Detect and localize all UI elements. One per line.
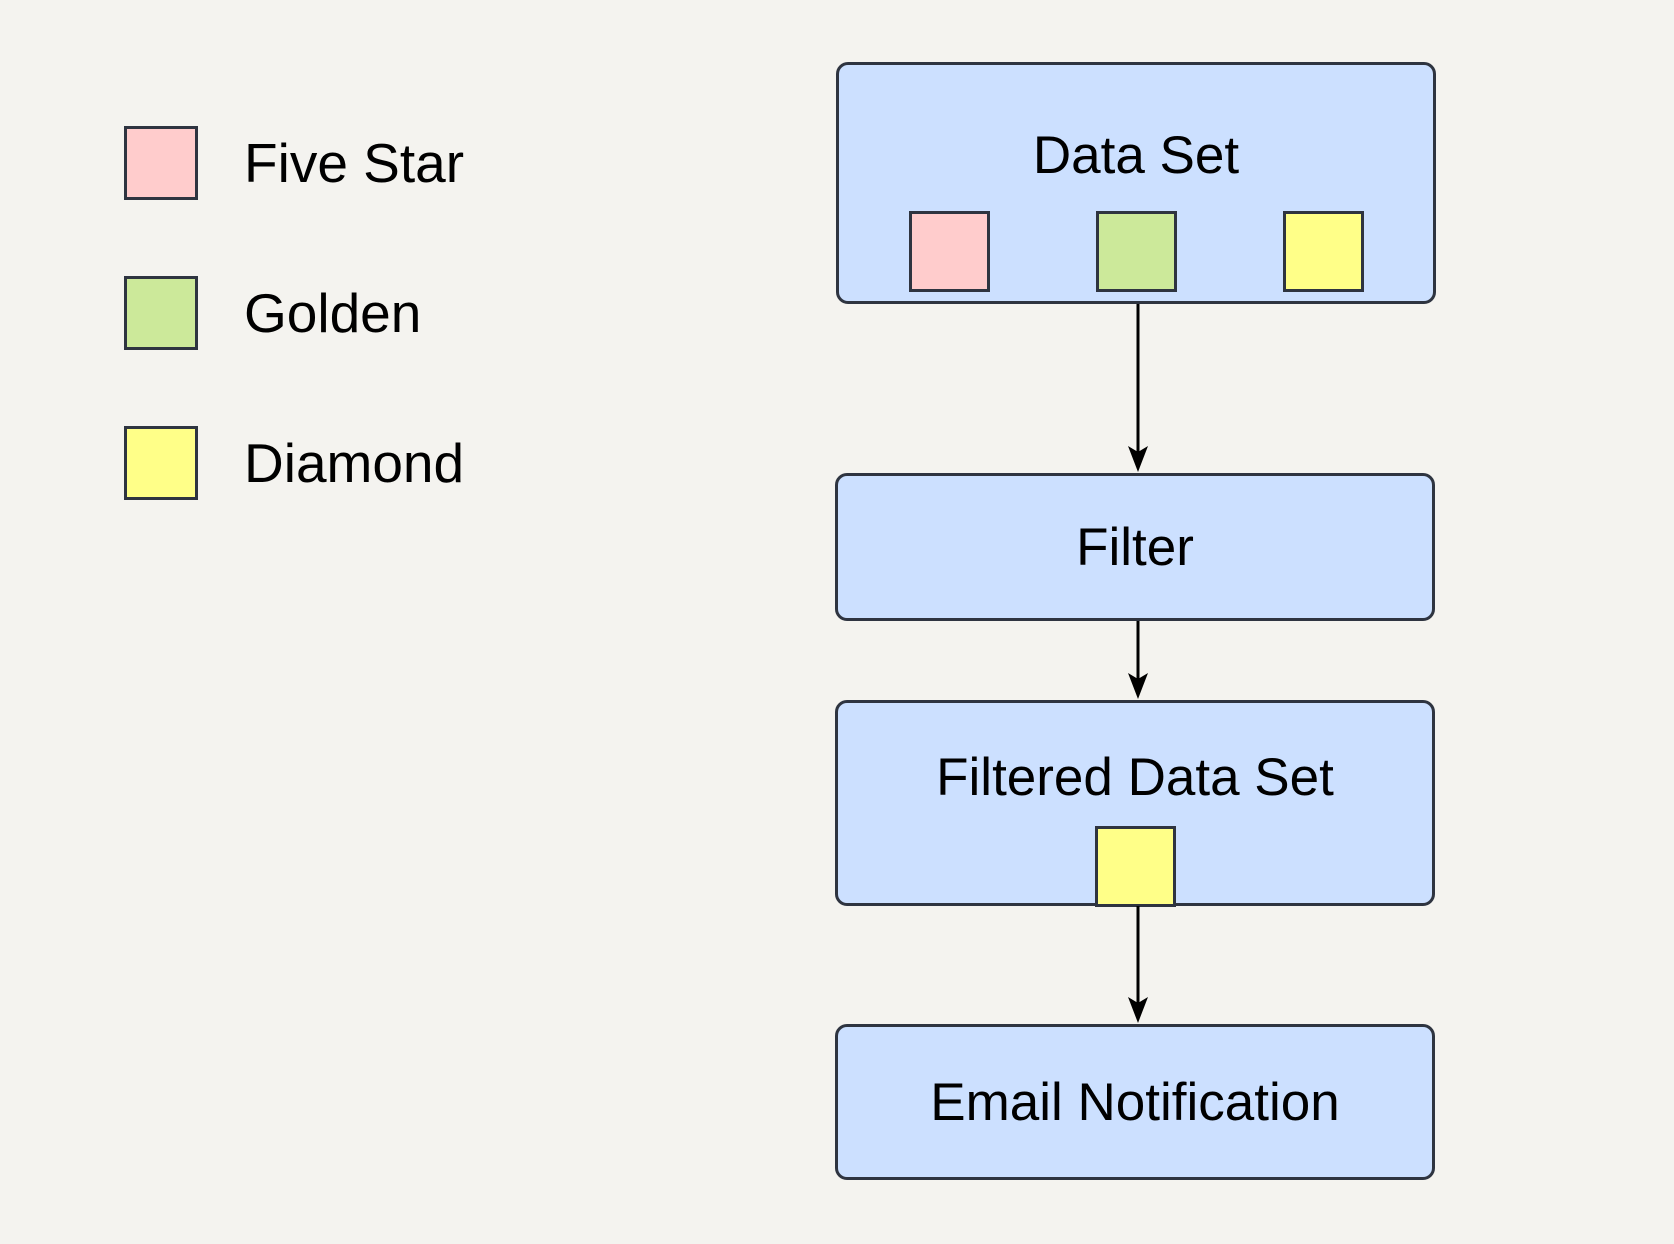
five-star-swatch-icon (124, 126, 198, 200)
data-set-chip-diamond (1282, 211, 1364, 292)
flow-node-data-set[interactable]: Data Set (836, 62, 1436, 304)
legend-item-five-star: Five Star (124, 88, 684, 238)
flow-node-label-email-notification: Email Notification (930, 1072, 1340, 1132)
flow-node-label-filtered-data-set: Filtered Data Set (936, 748, 1334, 807)
flow-node-filter[interactable]: Filter (835, 473, 1435, 621)
legend-label-five-star: Five Star (244, 131, 465, 194)
flow-arrow-data-set-to-filter (1118, 304, 1158, 474)
legend-item-diamond: Diamond (124, 388, 684, 538)
flow-node-filtered-data-set[interactable]: Filtered Data Set (835, 700, 1435, 907)
filtered-data-set-chip-diamond (1094, 826, 1176, 907)
data-set-chip-golden (1095, 211, 1177, 292)
legend-label-golden: Golden (244, 281, 422, 344)
flow-node-label-filter: Filter (1076, 517, 1194, 577)
flow-arrow-filter-to-filtered-data-set (1118, 621, 1158, 701)
legend: Five Star Golden Diamond (124, 88, 684, 538)
data-set-chip-row (839, 211, 1433, 292)
data-set-chip-five-star (908, 211, 990, 292)
flow-arrow-filtered-data-set-to-email-notification (1118, 906, 1158, 1025)
golden-swatch-icon (124, 276, 198, 350)
filtered-data-set-chip-row (838, 826, 1432, 907)
flow-node-label-data-set: Data Set (1032, 126, 1240, 185)
diamond-swatch-icon (124, 426, 198, 500)
legend-label-diamond: Diamond (244, 431, 465, 494)
legend-item-golden: Golden (124, 238, 684, 388)
flow-node-email-notification[interactable]: Email Notification (835, 1024, 1435, 1180)
